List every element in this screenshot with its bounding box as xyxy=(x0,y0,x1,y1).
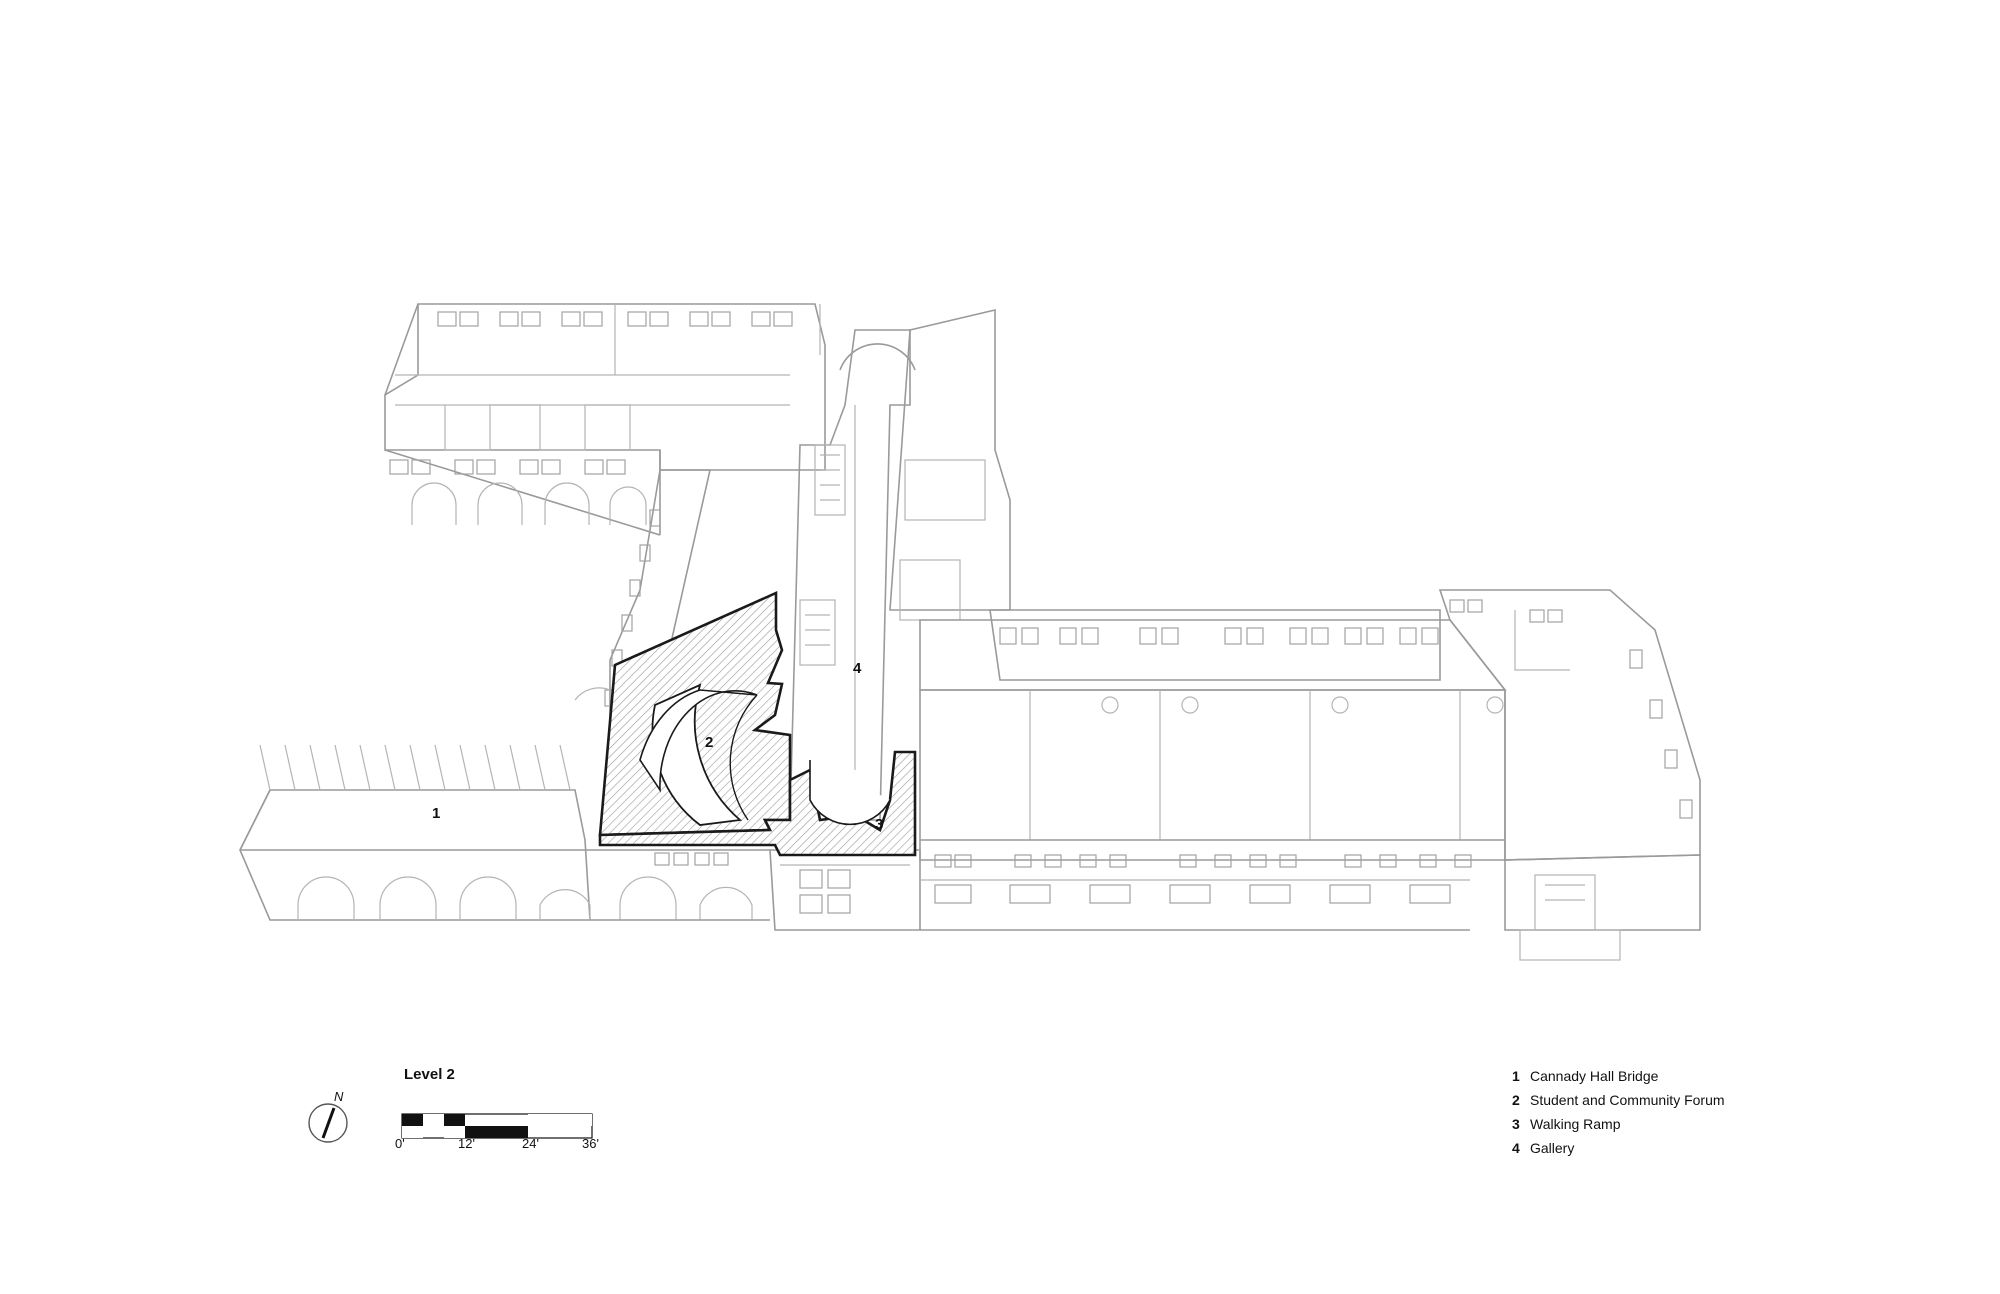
north-label: N xyxy=(334,1089,344,1104)
legend-item: 4 Gallery xyxy=(1512,1136,1725,1160)
north-wing xyxy=(384,303,826,536)
legend: 1 Cannady Hall Bridge 2 Student and Comm… xyxy=(1512,1064,1725,1160)
legend-number: 3 xyxy=(1512,1116,1520,1132)
east-end-block xyxy=(1438,589,1701,961)
student-and-community-forum xyxy=(598,590,792,837)
legend-label: Cannady Hall Bridge xyxy=(1530,1068,1659,1084)
legend-number: 2 xyxy=(1512,1092,1520,1108)
callout-1: 1 xyxy=(432,805,440,822)
legend-item: 3 Walking Ramp xyxy=(1512,1112,1725,1136)
cannady-hall-bridge xyxy=(239,687,770,921)
legend-item: 1 Cannady Hall Bridge xyxy=(1512,1064,1725,1088)
scale-label-12: 12' xyxy=(458,1136,475,1151)
east-wing xyxy=(919,609,1507,931)
legend-number: 4 xyxy=(1512,1140,1520,1156)
south-entrance-block xyxy=(654,849,921,931)
drawing-title: Level 2 xyxy=(404,1066,455,1083)
legend-number: 1 xyxy=(1512,1068,1520,1084)
callout-3: 3 xyxy=(875,816,883,833)
scale-label-0: 0' xyxy=(395,1136,405,1151)
central-corridor xyxy=(789,308,1011,821)
north-arrow: N xyxy=(308,1089,348,1143)
callout-4: 4 xyxy=(853,660,862,677)
scale-bar xyxy=(401,1113,593,1139)
callout-2: 2 xyxy=(705,734,713,751)
legend-label: Student and Community Forum xyxy=(1530,1092,1725,1108)
scale-label-36: 36' xyxy=(582,1136,599,1151)
walking-ramp xyxy=(598,750,917,857)
legend-label: Gallery xyxy=(1530,1140,1575,1156)
legend-item: 2 Student and Community Forum xyxy=(1512,1088,1725,1112)
scale-label-24: 24' xyxy=(522,1136,539,1151)
legend-label: Walking Ramp xyxy=(1530,1116,1621,1132)
